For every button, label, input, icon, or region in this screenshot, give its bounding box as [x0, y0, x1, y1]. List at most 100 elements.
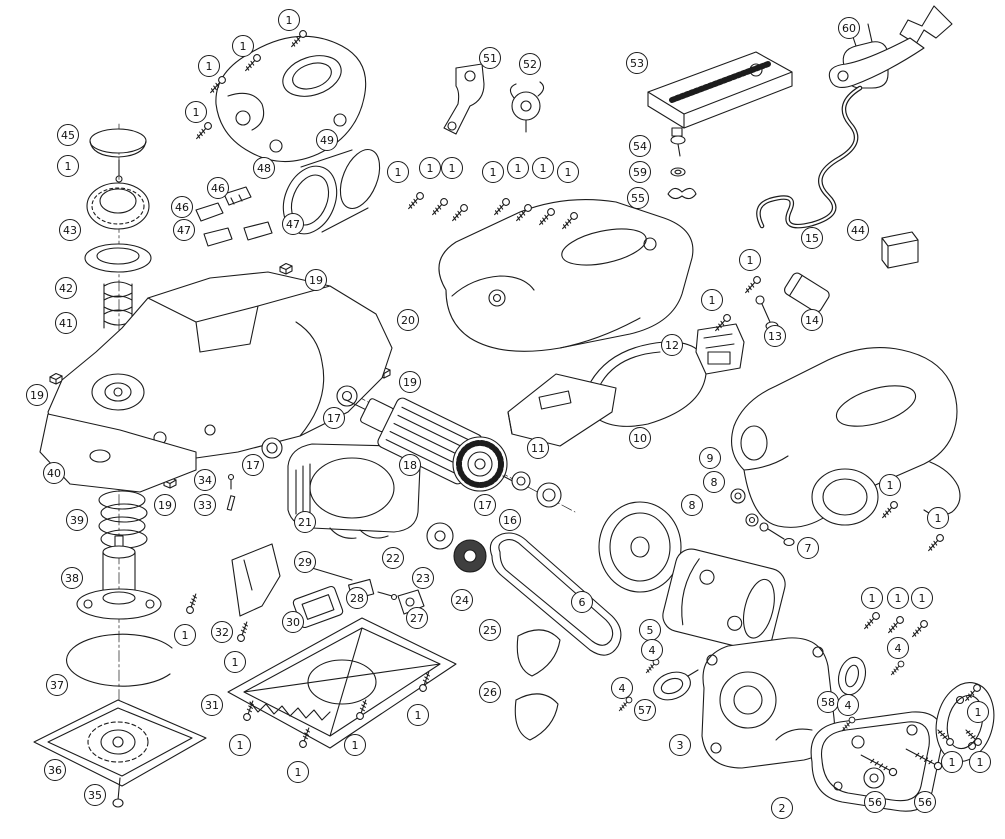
callout-1: 1 [861, 587, 883, 609]
callout-23: 23 [412, 567, 434, 589]
part-3-gear-housing [701, 637, 835, 769]
part-12-switch [695, 323, 745, 375]
callout-31: 31 [201, 694, 223, 716]
callout-24: 24 [451, 589, 473, 611]
callout-56: 56 [864, 791, 886, 813]
callout-1: 1 [419, 157, 441, 179]
callout-52: 52 [519, 53, 541, 75]
callout-33: 33 [194, 494, 216, 516]
callout-11: 11 [527, 437, 549, 459]
part-32-bracket [231, 543, 281, 617]
part-21-field-stator [287, 443, 421, 539]
callout-8: 8 [703, 471, 725, 493]
callout-46: 46 [171, 196, 193, 218]
part-52-clamp-piece [509, 81, 545, 133]
callout-10: 10 [629, 427, 651, 449]
part-22-washer [426, 522, 454, 550]
callout-4: 4 [887, 637, 909, 659]
callout-55: 55 [627, 187, 649, 209]
callout-4: 4 [611, 677, 633, 699]
part-16-bearing [536, 482, 562, 508]
callout-7: 7 [797, 537, 819, 559]
part-17-bearing-rear [511, 471, 531, 491]
callout-48: 48 [253, 157, 275, 179]
callout-47: 47 [282, 213, 304, 235]
callout-1: 1 [287, 761, 309, 783]
part-11-blade-holder [507, 373, 617, 447]
part-42-ring [84, 243, 152, 273]
callout-25: 25 [479, 619, 501, 641]
callout-37: 37 [46, 674, 68, 696]
callout-32: 32 [211, 621, 233, 643]
callout-53: 53 [626, 52, 648, 74]
callout-34: 34 [194, 469, 216, 491]
callout-1: 1 [701, 289, 723, 311]
callout-39: 39 [66, 509, 88, 531]
part-57-clamp [653, 669, 699, 701]
part-44-box [881, 231, 919, 269]
callout-60: 60 [838, 17, 860, 39]
callout-1: 1 [941, 751, 963, 773]
part-6-large-pulley [598, 501, 682, 593]
part-20-top-housing [438, 198, 694, 352]
callout-12: 12 [661, 334, 683, 356]
callout-1: 1 [387, 161, 409, 183]
callout-3: 3 [669, 734, 691, 756]
callout-1: 1 [185, 101, 207, 123]
callout-47: 47 [173, 219, 195, 241]
callout-46: 46 [207, 177, 229, 199]
callout-22: 22 [382, 547, 404, 569]
callout-1: 1 [507, 157, 529, 179]
part-14-sleeve [784, 272, 830, 313]
part-7-8-hardware [730, 488, 795, 547]
callout-1: 1 [198, 55, 220, 77]
callout-44: 44 [847, 219, 869, 241]
callout-19: 19 [399, 371, 421, 393]
callout-17: 17 [242, 454, 264, 476]
callout-1: 1 [224, 651, 246, 673]
callout-38: 38 [61, 567, 83, 589]
callout-1: 1 [967, 701, 989, 723]
part-51-bracket [443, 63, 485, 135]
callout-54: 54 [629, 135, 651, 157]
part-60-wrench [828, 5, 953, 88]
callout-27: 27 [406, 607, 428, 629]
callout-1: 1 [482, 161, 504, 183]
callout-45: 45 [57, 124, 79, 146]
part-40-front-shoe [39, 413, 197, 493]
callout-15: 15 [801, 227, 823, 249]
part-58-seal [837, 656, 867, 696]
callout-18: 18 [399, 454, 421, 476]
callout-36: 36 [44, 759, 66, 781]
callout-28: 28 [346, 587, 368, 609]
callout-29: 29 [294, 551, 316, 573]
part-23-small-pulley [453, 539, 487, 573]
part-31-sole-plate [227, 617, 457, 749]
callout-8: 8 [681, 494, 703, 516]
callout-49: 49 [316, 129, 338, 151]
callout-20: 20 [397, 309, 419, 331]
callout-21: 21 [294, 511, 316, 533]
part-46-47-brush-clips [195, 186, 273, 247]
callout-1: 1 [969, 751, 991, 773]
callout-30: 30 [282, 611, 304, 633]
callout-1: 1 [174, 624, 196, 646]
callout-1: 1 [344, 734, 366, 756]
part-45-knob [89, 128, 147, 183]
part-35-screw [112, 777, 124, 808]
callout-6: 6 [571, 591, 593, 613]
callout-1: 1 [927, 507, 949, 529]
callout-19: 19 [305, 269, 327, 291]
callout-43: 43 [59, 219, 81, 241]
part-54-59-55-fasteners [667, 127, 697, 200]
callout-56: 56 [914, 791, 936, 813]
callout-19: 19 [26, 384, 48, 406]
callout-59: 59 [629, 161, 651, 183]
part-38-post [76, 535, 162, 620]
callout-58: 58 [817, 691, 839, 713]
callout-41: 41 [55, 312, 77, 334]
part-24-drive-belt [489, 532, 622, 656]
callout-42: 42 [55, 277, 77, 299]
callout-1: 1 [278, 9, 300, 31]
